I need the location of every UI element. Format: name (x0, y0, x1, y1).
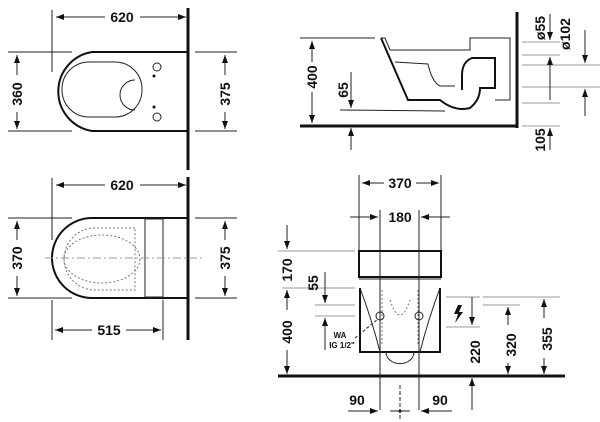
side-height-400: 400 (304, 65, 320, 89)
front-view: 370 180 170 400 55 WA IG 1/2" 220 320 35… (278, 175, 565, 420)
side-offset-65: 65 (335, 82, 351, 98)
seat-depth-375: 375 (217, 246, 233, 270)
side-bottom-105: 105 (532, 128, 548, 152)
seat-view: 620 370 375 515 (8, 177, 237, 340)
front-left-90: 90 (349, 392, 365, 408)
water-label: WA (334, 331, 347, 340)
front-h355: 355 (539, 327, 555, 351)
front-inner-180: 180 (388, 209, 412, 225)
seat-depth-370: 370 (9, 246, 25, 270)
front-top-170: 170 (279, 258, 295, 282)
front-h220: 220 (467, 340, 483, 364)
top-view: 620 360 375 (8, 8, 237, 170)
top-width-620: 620 (110, 9, 134, 25)
top-depth-375: 375 (217, 82, 233, 106)
seat-length-515: 515 (97, 322, 121, 338)
front-width-370: 370 (388, 175, 412, 191)
front-right-90: 90 (432, 392, 448, 408)
top-depth-360: 360 (9, 82, 25, 106)
bowl-outline (57, 51, 187, 132)
side-dia-102: ø102 (557, 18, 573, 50)
water-size: IG 1/2" (329, 341, 355, 350)
front-step-55: 55 (305, 275, 321, 291)
electric-icon (454, 305, 463, 323)
front-height-400: 400 (279, 320, 295, 344)
seat-opening (61, 61, 143, 118)
front-h320: 320 (503, 333, 519, 357)
side-view: 400 65 ø55 ø102 105 (300, 12, 600, 152)
seat-width-620: 620 (110, 177, 134, 193)
side-dia-55: ø55 (532, 16, 548, 40)
